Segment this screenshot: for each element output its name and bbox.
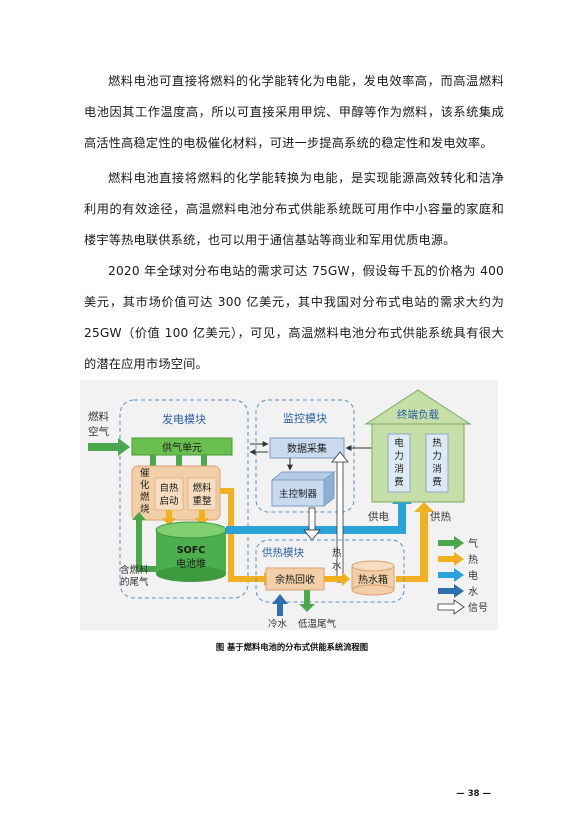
paragraph-3: 2020 年全球对分布电站的需求可达 75GW，假设每千瓦的价格为 400 美元… [84,264,504,371]
heat-supply-line [420,510,428,582]
sofc-label: SOFC [177,545,205,556]
air-input-label: 空气 [88,425,109,438]
supply-power-label: 供电 [368,510,389,523]
svg-text:力: 力 [432,450,442,462]
power-consumption-box [387,433,411,493]
svg-text:水: 水 [332,560,342,572]
legend-signal-arrow [437,599,465,615]
legend-power-label: 电 [468,569,478,582]
svg-text:重整: 重整 [192,495,212,507]
page-number: — 38 — [456,789,491,799]
legend-heat-label: 热 [468,553,478,566]
low-temp-exhaust-label: 低温尾气 [298,618,337,630]
svg-text:费: 费 [432,476,442,488]
heat-module-title: 供热模块 [262,546,304,559]
main-controller-box [271,479,325,507]
svg-text:消: 消 [432,463,442,475]
terminal-load-house [371,423,465,503]
exhaust-label-2: 的尾气 [120,576,149,588]
fuel-input-label: 燃料 [88,410,109,423]
legend-water-arrow [438,584,464,598]
gas-input-arrow [88,438,130,456]
svg-text:消: 消 [394,463,404,475]
waste-heat-recovery-label: 余热回收 [275,573,315,586]
svg-text:力: 力 [394,450,404,462]
legend-power-arrow [438,568,464,582]
self-heat-start-block [154,477,184,511]
terminal-load-title: 终端负载 [397,408,439,421]
data-acquisition-label: 数据采集 [287,442,327,455]
stack-label: 电池堆 [176,557,206,570]
legend: 气 热 电 水 信号 [437,536,488,615]
svg-text:热: 热 [332,547,342,559]
heat-module-box [255,539,405,603]
svg-text:热: 热 [432,437,442,449]
power-module-box [119,399,249,599]
data-acquisition-box [269,437,345,459]
legend-gas-arrow [438,536,464,550]
paragraph-1: 燃料电池可直接将燃料的化学能转化为电能，发电效率高，而高温燃料电池因其工作温度高… [84,74,504,150]
svg-text:启动: 启动 [159,495,178,507]
legend-water-label: 水 [468,586,478,598]
power-module-title: 发电模块 [162,412,206,426]
svg-text:自热: 自热 [159,482,179,494]
hot-water-tank-label: 热水箱 [358,573,388,586]
figure-caption: 图 基于燃料电池的分布式供能系统流程图 [215,642,369,652]
catalytic-label-1: 催 [140,467,150,479]
heat-consumption-box [425,433,449,493]
svg-text:燃料: 燃料 [192,482,212,494]
monitor-module-title: 监控模块 [283,411,327,425]
catalytic-label-4: 烧 [140,503,150,515]
supply-heat-label: 供热 [430,510,451,523]
svg-text:电: 电 [394,437,404,449]
cold-water-label: 冷水 [268,618,288,630]
monitor-module-box [255,399,355,513]
fuel-reform-block [187,477,217,511]
svg-text:费: 费 [394,476,404,488]
legend-signal-label: 信号 [468,602,488,614]
catalytic-label-3: 燃 [140,491,150,503]
system-flow-diagram: 燃料 空气 发电模块 供气单元 催 化 燃 烧 自热 启动 燃料 重整 SOFC… [80,380,498,630]
main-controller-label: 主控制器 [279,488,318,500]
exhaust-label-1: 含燃料 [120,564,149,576]
legend-heat-arrow [438,552,464,566]
catalytic-label-2: 化 [140,479,150,491]
gas-supply-label: 供气单元 [162,441,202,454]
legend-gas-label: 气 [468,537,478,550]
paragraph-2: 燃料电池直接将燃料的化学能转换为电能，是实现能源高效转化和洁净利用的有效途径，高… [84,171,504,247]
